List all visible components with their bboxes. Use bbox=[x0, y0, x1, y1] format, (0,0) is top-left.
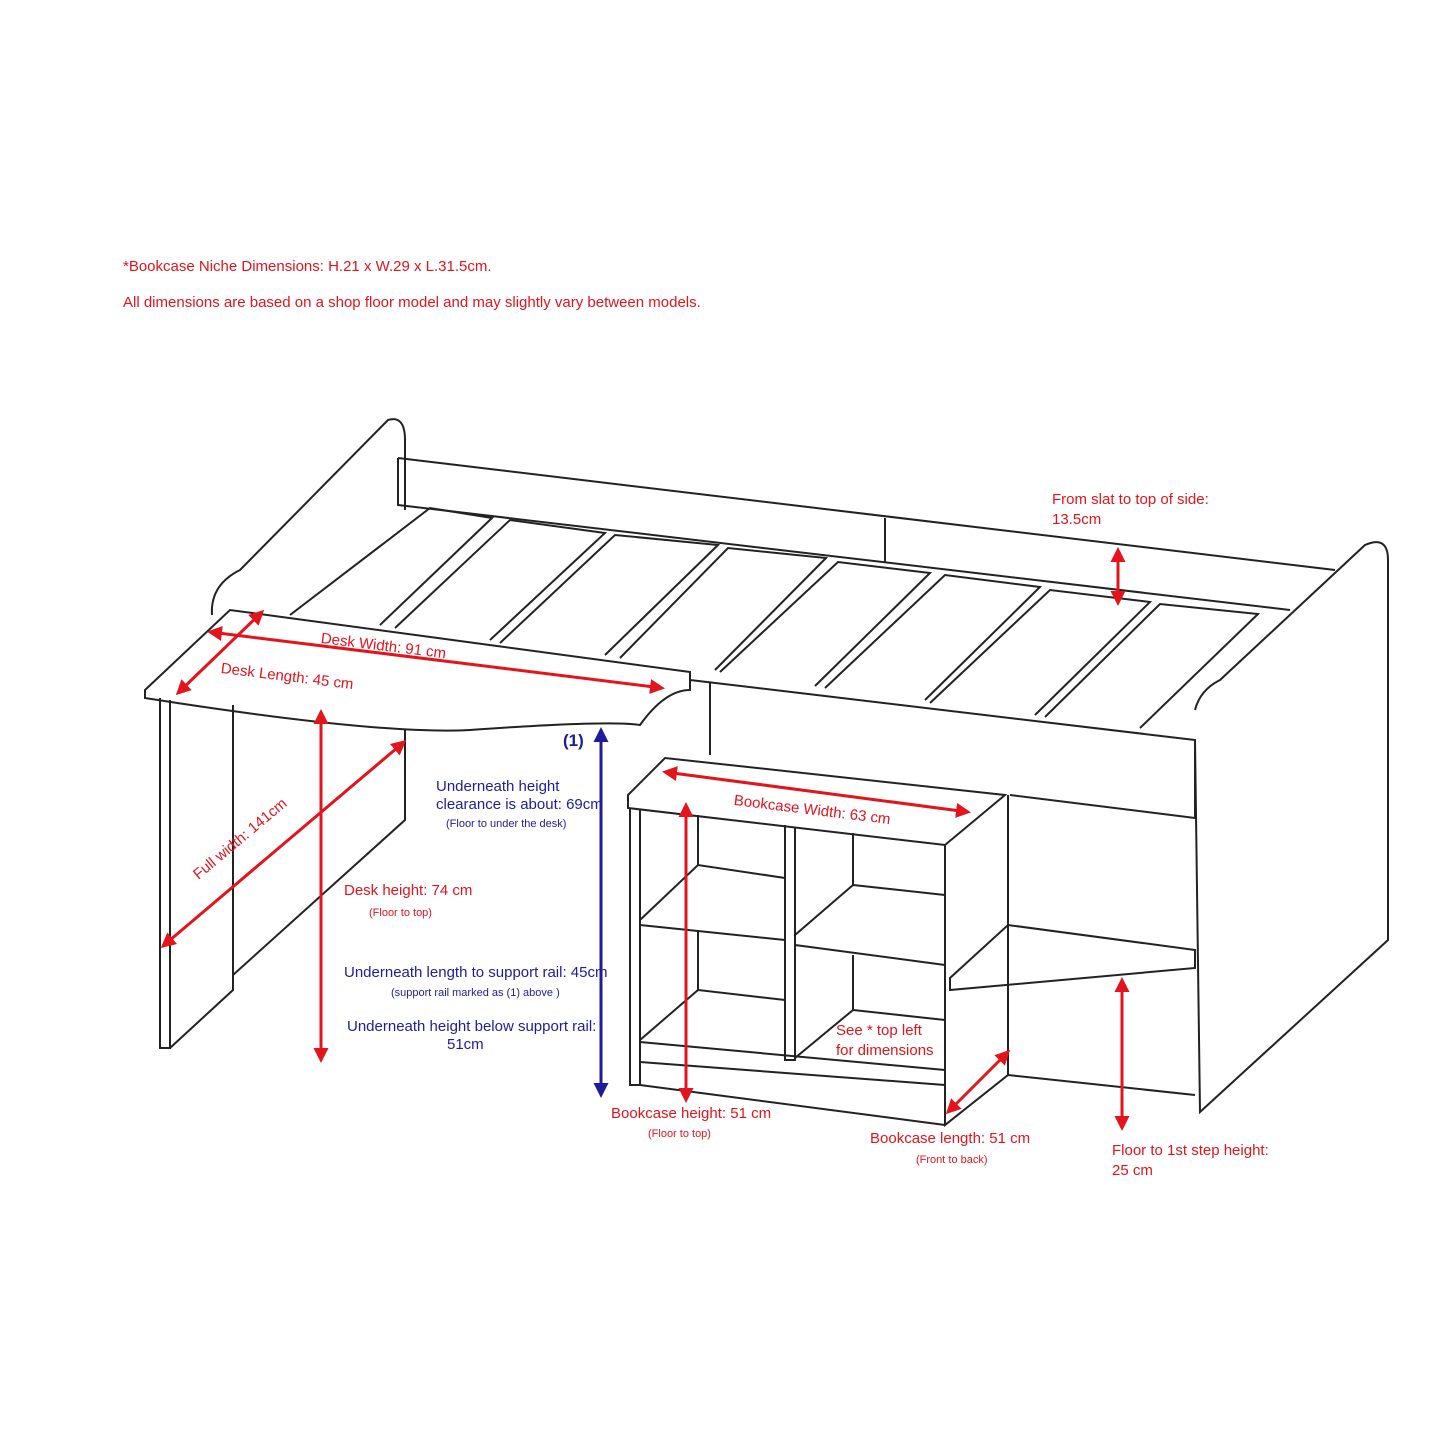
full-width-arrow bbox=[160, 740, 407, 948]
niche-note: *Bookcase Niche Dimensions: H.21 x W.29 … bbox=[123, 258, 492, 275]
bookcase-height-label: Bookcase height: 51 cm bbox=[611, 1105, 772, 1122]
rail-length-label: Underneath length to support rail: 45cm bbox=[344, 964, 608, 981]
clearance-label-1: Underneath height bbox=[436, 778, 560, 795]
rail-length-sub: (support rail marked as (1) above ) bbox=[391, 987, 560, 999]
slat-label-1: From slat to top of side: bbox=[1052, 491, 1209, 508]
desk-height-label: Desk height: 74 cm bbox=[344, 882, 473, 899]
desk-length-arrow bbox=[175, 609, 265, 696]
see-top-label-2: for dimensions bbox=[836, 1042, 934, 1059]
step-label-1: Floor to 1st step height: bbox=[1112, 1142, 1269, 1159]
bookcase-width-arrow bbox=[662, 766, 971, 818]
rail-height-label-2: 51cm bbox=[447, 1036, 484, 1053]
clearance-label-2: clearance is about: 69cm bbox=[436, 796, 603, 813]
bookcase-length-sub: (Front to back) bbox=[916, 1154, 988, 1166]
red-dimension-arrows bbox=[160, 547, 1130, 1131]
rail-marker: (1) bbox=[563, 731, 584, 750]
bed-frame bbox=[144, 418, 1389, 1128]
rail-height-label-1: Underneath height below support rail: bbox=[347, 1018, 597, 1035]
bookcase-height-sub: (Floor to top) bbox=[648, 1128, 711, 1140]
desk-height-sub: (Floor to top) bbox=[369, 907, 432, 919]
bookcase-length-label: Bookcase length: 51 cm bbox=[870, 1130, 1031, 1147]
clearance-sub: (Floor to under the desk) bbox=[446, 818, 567, 830]
disclaimer-note: All dimensions are based on a shop floor… bbox=[123, 294, 701, 311]
slat-label-2: 13.5cm bbox=[1052, 511, 1102, 528]
desk-width-arrow bbox=[207, 626, 665, 694]
bookcase-length-arrow bbox=[945, 1049, 1011, 1115]
step-label-2: 25 cm bbox=[1112, 1162, 1153, 1179]
see-top-label-1: See * top left bbox=[836, 1022, 922, 1039]
